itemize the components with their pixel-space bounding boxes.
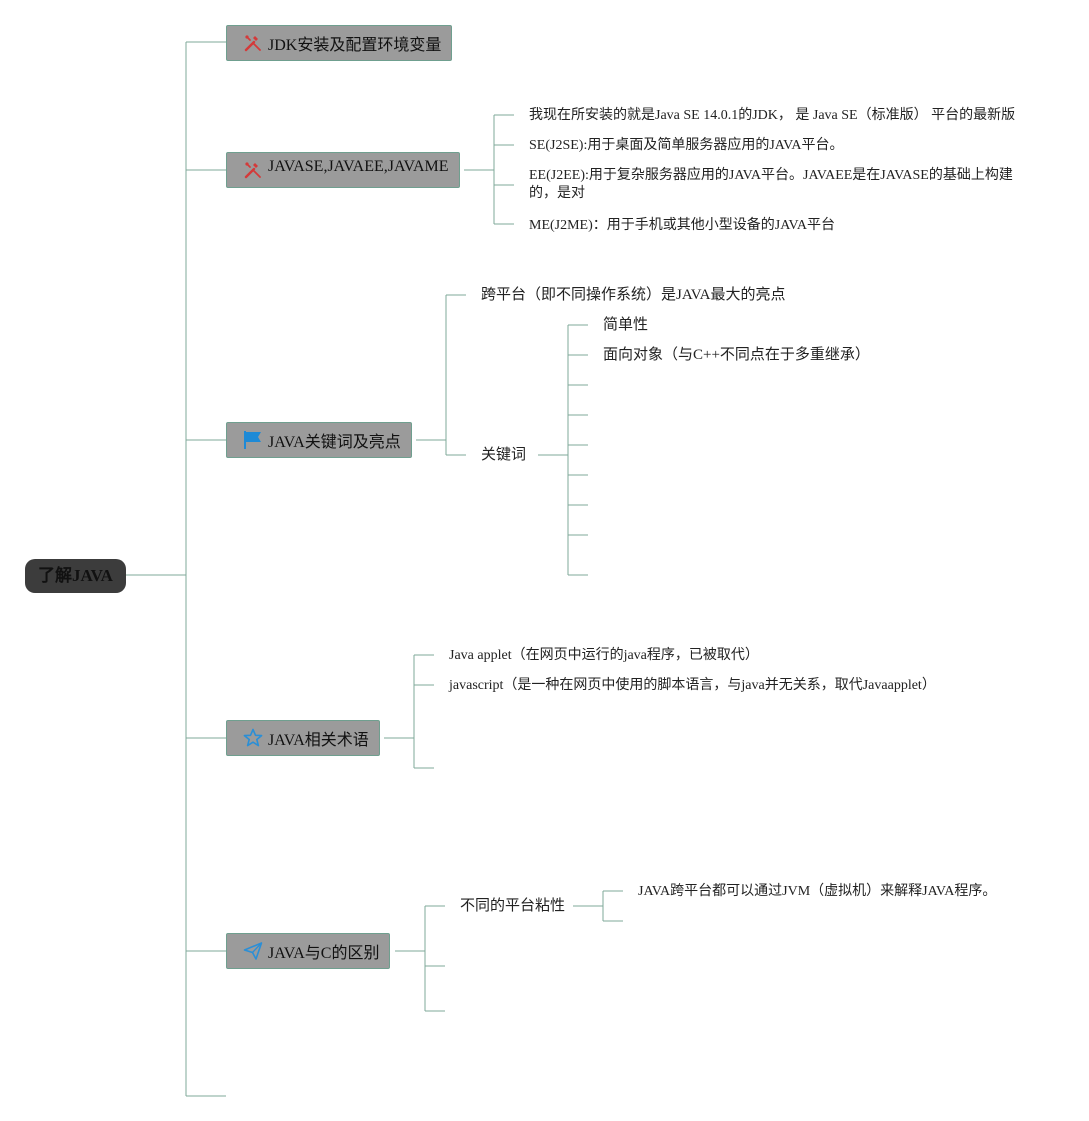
branch-jdk[interactable]: JDK安装及配置环境变量 (226, 25, 453, 61)
root-node[interactable]: 了解JAVA (25, 559, 126, 593)
javase-item-j2me[interactable]: ME(J2ME)：用于手机或其他小型设备的JAVA平台 (529, 218, 835, 233)
javase-item-j2se[interactable]: SE(J2SE):用于桌面及简单服务器应用的JAVA平台。 (529, 138, 844, 153)
difference-platform-jvm[interactable]: JAVA跨平台都可以通过JVM（虚拟机）来解释JAVA程序。 (638, 884, 997, 899)
javase-item-se14[interactable]: 我现在所安装的就是Java SE 14.0.1的JDK， 是 Java SE（标… (529, 108, 1016, 123)
tools-icon (243, 160, 263, 180)
branch-terms[interactable]: JAVA相关术语 (226, 720, 380, 756)
javase-item-j2ee[interactable]: EE(J2EE):用于复杂服务器应用的JAVA平台。JAVAEE是在JAVASE… (529, 168, 1013, 201)
keyword-highlight[interactable]: 跨平台（即不同操作系统）是JAVA最大的亮点 (481, 287, 786, 303)
term-javascript[interactable]: javascript（是一种在网页中使用的脚本语言，与java并无关系，取代Ja… (449, 678, 936, 693)
paper-plane-icon (243, 941, 263, 961)
branch-difference-label: JAVA与C的区别 (268, 945, 380, 962)
branch-javase-label: JAVASE,JAVAEE,JAVAME (268, 158, 449, 175)
tools-icon (243, 33, 263, 53)
branch-keywords[interactable]: JAVA关键词及亮点 (226, 422, 412, 458)
branch-terms-label: JAVA相关术语 (268, 732, 369, 749)
branch-difference[interactable]: JAVA与C的区别 (226, 933, 391, 969)
branch-keywords-label: JAVA关键词及亮点 (268, 434, 401, 451)
branch-javase[interactable]: JAVASE,JAVAEE,JAVAME (226, 152, 460, 188)
keyword-object-oriented[interactable]: 面向对象（与C++不同点在于多重继承） (603, 347, 870, 363)
star-icon (243, 728, 263, 748)
keywords-label[interactable]: 关键词 (481, 447, 527, 463)
term-java-applet[interactable]: Java applet（在网页中运行的java程序，已被取代） (449, 648, 759, 663)
difference-platform[interactable]: 不同的平台粘性 (460, 898, 566, 914)
branch-jdk-label: JDK安装及配置环境变量 (268, 37, 442, 54)
keyword-simplicity[interactable]: 简单性 (603, 317, 649, 333)
flag-icon (243, 430, 263, 450)
